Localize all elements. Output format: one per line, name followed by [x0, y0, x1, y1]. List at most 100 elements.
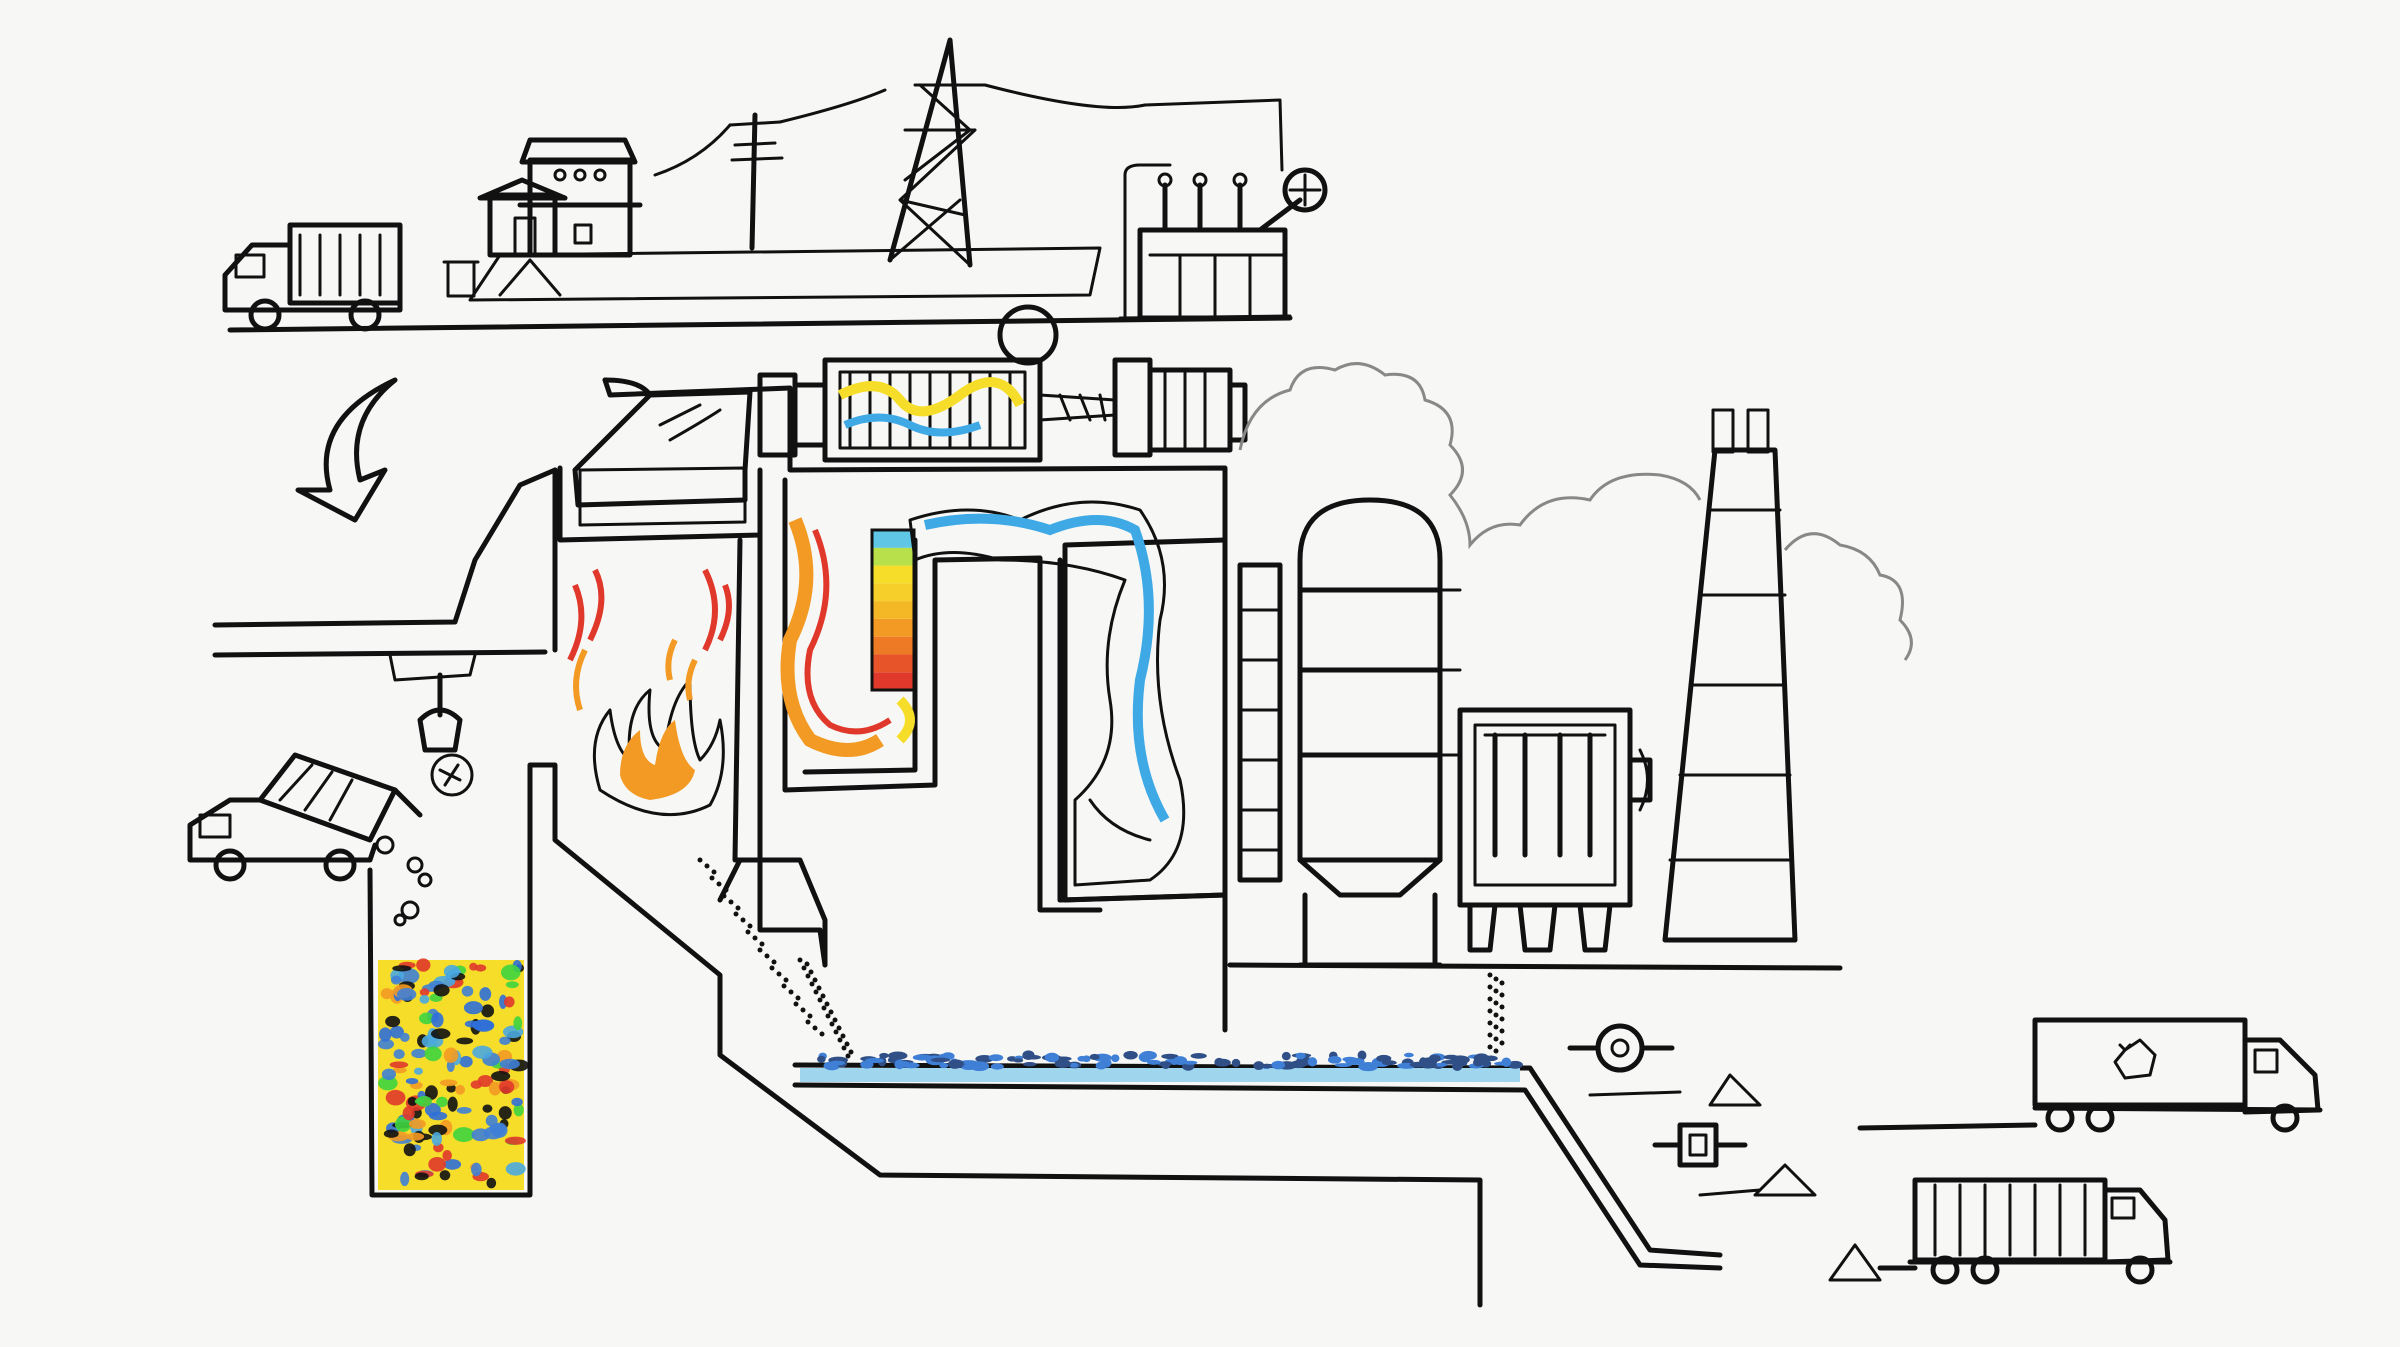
trash-piece	[471, 1162, 482, 1177]
trash-piece	[433, 984, 450, 997]
trash-piece	[428, 1156, 446, 1172]
ash-particle	[812, 977, 818, 983]
turbine-generator	[757, 304, 1248, 463]
ash-particle	[1499, 1004, 1505, 1010]
ash-particle	[1487, 1032, 1493, 1038]
ash-particle	[757, 947, 763, 953]
ash-particle	[709, 875, 715, 881]
trash-piece	[456, 1106, 472, 1114]
ash-particle	[816, 985, 822, 991]
ash-particle	[1487, 996, 1493, 1002]
bag-filter	[1457, 707, 1653, 953]
ash-piece	[1054, 1059, 1072, 1069]
trash-piece	[379, 1027, 392, 1042]
trash-pile	[377, 958, 529, 1189]
recycling-truck	[1857, 1017, 2323, 1133]
metal-piles	[1588, 1073, 1882, 1282]
trash-piece	[439, 1079, 458, 1087]
boiler-building	[557, 377, 1228, 1033]
trash-piece	[505, 981, 519, 989]
trash-piece	[411, 1048, 427, 1059]
trash-piece	[513, 1016, 523, 1031]
ash-particle	[804, 961, 810, 967]
trash-piece	[405, 1077, 419, 1085]
trash-piece	[499, 994, 508, 1009]
trash-piece	[389, 1061, 409, 1069]
steam-water-path	[908, 500, 1186, 887]
curved-arrow-down-icon	[295, 377, 398, 523]
ash-particle	[764, 953, 770, 959]
ash-piece	[1376, 1054, 1392, 1062]
ash-particle	[1493, 988, 1499, 994]
trash-piece	[491, 1071, 511, 1082]
eddy-current-separator	[1652, 1122, 1748, 1168]
ash-particle	[1499, 980, 1505, 986]
ash-piece	[1089, 1053, 1100, 1061]
trash-piece	[431, 1012, 444, 1028]
ash-piece	[1123, 1050, 1138, 1060]
trash-piece	[455, 1084, 465, 1095]
ash-particle	[735, 905, 741, 911]
ash-particle	[728, 899, 734, 905]
recycle-icon	[2113, 1038, 2157, 1080]
heat-gradient-segment	[872, 618, 914, 637]
ash-particle	[809, 981, 815, 987]
trash-piece	[471, 1019, 494, 1031]
ash-piece	[1307, 1057, 1318, 1067]
ash-piece	[1069, 1062, 1079, 1068]
heat-gradient-bar	[870, 528, 916, 692]
trash-piece	[463, 1001, 483, 1015]
trash-piece	[419, 994, 430, 1004]
trash-piece	[447, 1096, 458, 1112]
ash-particle	[840, 1033, 846, 1039]
heat-gradient-segment	[872, 636, 914, 655]
ash-piece	[947, 1059, 965, 1069]
ash-particle	[740, 917, 746, 923]
ash-piece	[1295, 1052, 1306, 1060]
ash-particle	[805, 973, 811, 979]
trash-piece	[377, 1038, 395, 1050]
trash-piece	[392, 965, 412, 972]
ash-particle	[1499, 1016, 1505, 1022]
trash-piece	[513, 1103, 524, 1117]
ash-particle	[795, 995, 801, 1001]
trash-piece	[390, 975, 402, 985]
ash-particle	[825, 1013, 831, 1019]
tipping-hall	[212, 467, 558, 797]
ash-particle	[817, 997, 823, 1003]
garbage-truck-unloading	[187, 752, 423, 882]
heat-gradient-segment	[872, 565, 914, 584]
ash-piece	[1161, 1053, 1179, 1060]
ash-piece	[939, 1062, 949, 1069]
trash-piece	[486, 1177, 497, 1189]
ash-piece	[959, 1060, 978, 1065]
ash-particle	[711, 869, 717, 875]
ash-particle	[832, 1017, 838, 1023]
ash-particle	[716, 881, 722, 887]
ash-piece	[1077, 1055, 1087, 1062]
ash-piece	[1183, 1060, 1198, 1065]
ash-particle	[1493, 1000, 1499, 1006]
trash-piece	[425, 1085, 438, 1100]
trash-piece	[452, 1127, 475, 1143]
furnace-flames	[567, 517, 915, 817]
trash-piece	[499, 1058, 520, 1070]
trash-piece	[403, 1143, 416, 1157]
trash-piece	[392, 1067, 407, 1074]
ash-particle	[1499, 1028, 1505, 1034]
utility-pole	[653, 88, 887, 251]
trash-piece	[443, 1047, 459, 1063]
ash-piece	[941, 1052, 955, 1060]
trash-piece	[381, 1068, 397, 1081]
ash-particle	[1499, 1040, 1505, 1046]
ash-particle	[824, 1001, 830, 1007]
ash-particle	[697, 857, 703, 863]
ash-piece	[1358, 1061, 1378, 1072]
ash-piece	[930, 1057, 951, 1063]
trash-piece	[439, 1170, 451, 1181]
trash-piece	[430, 1028, 451, 1040]
trash-piece	[428, 1124, 448, 1136]
ash-particle	[1493, 1024, 1499, 1030]
ash-particle	[813, 989, 819, 995]
